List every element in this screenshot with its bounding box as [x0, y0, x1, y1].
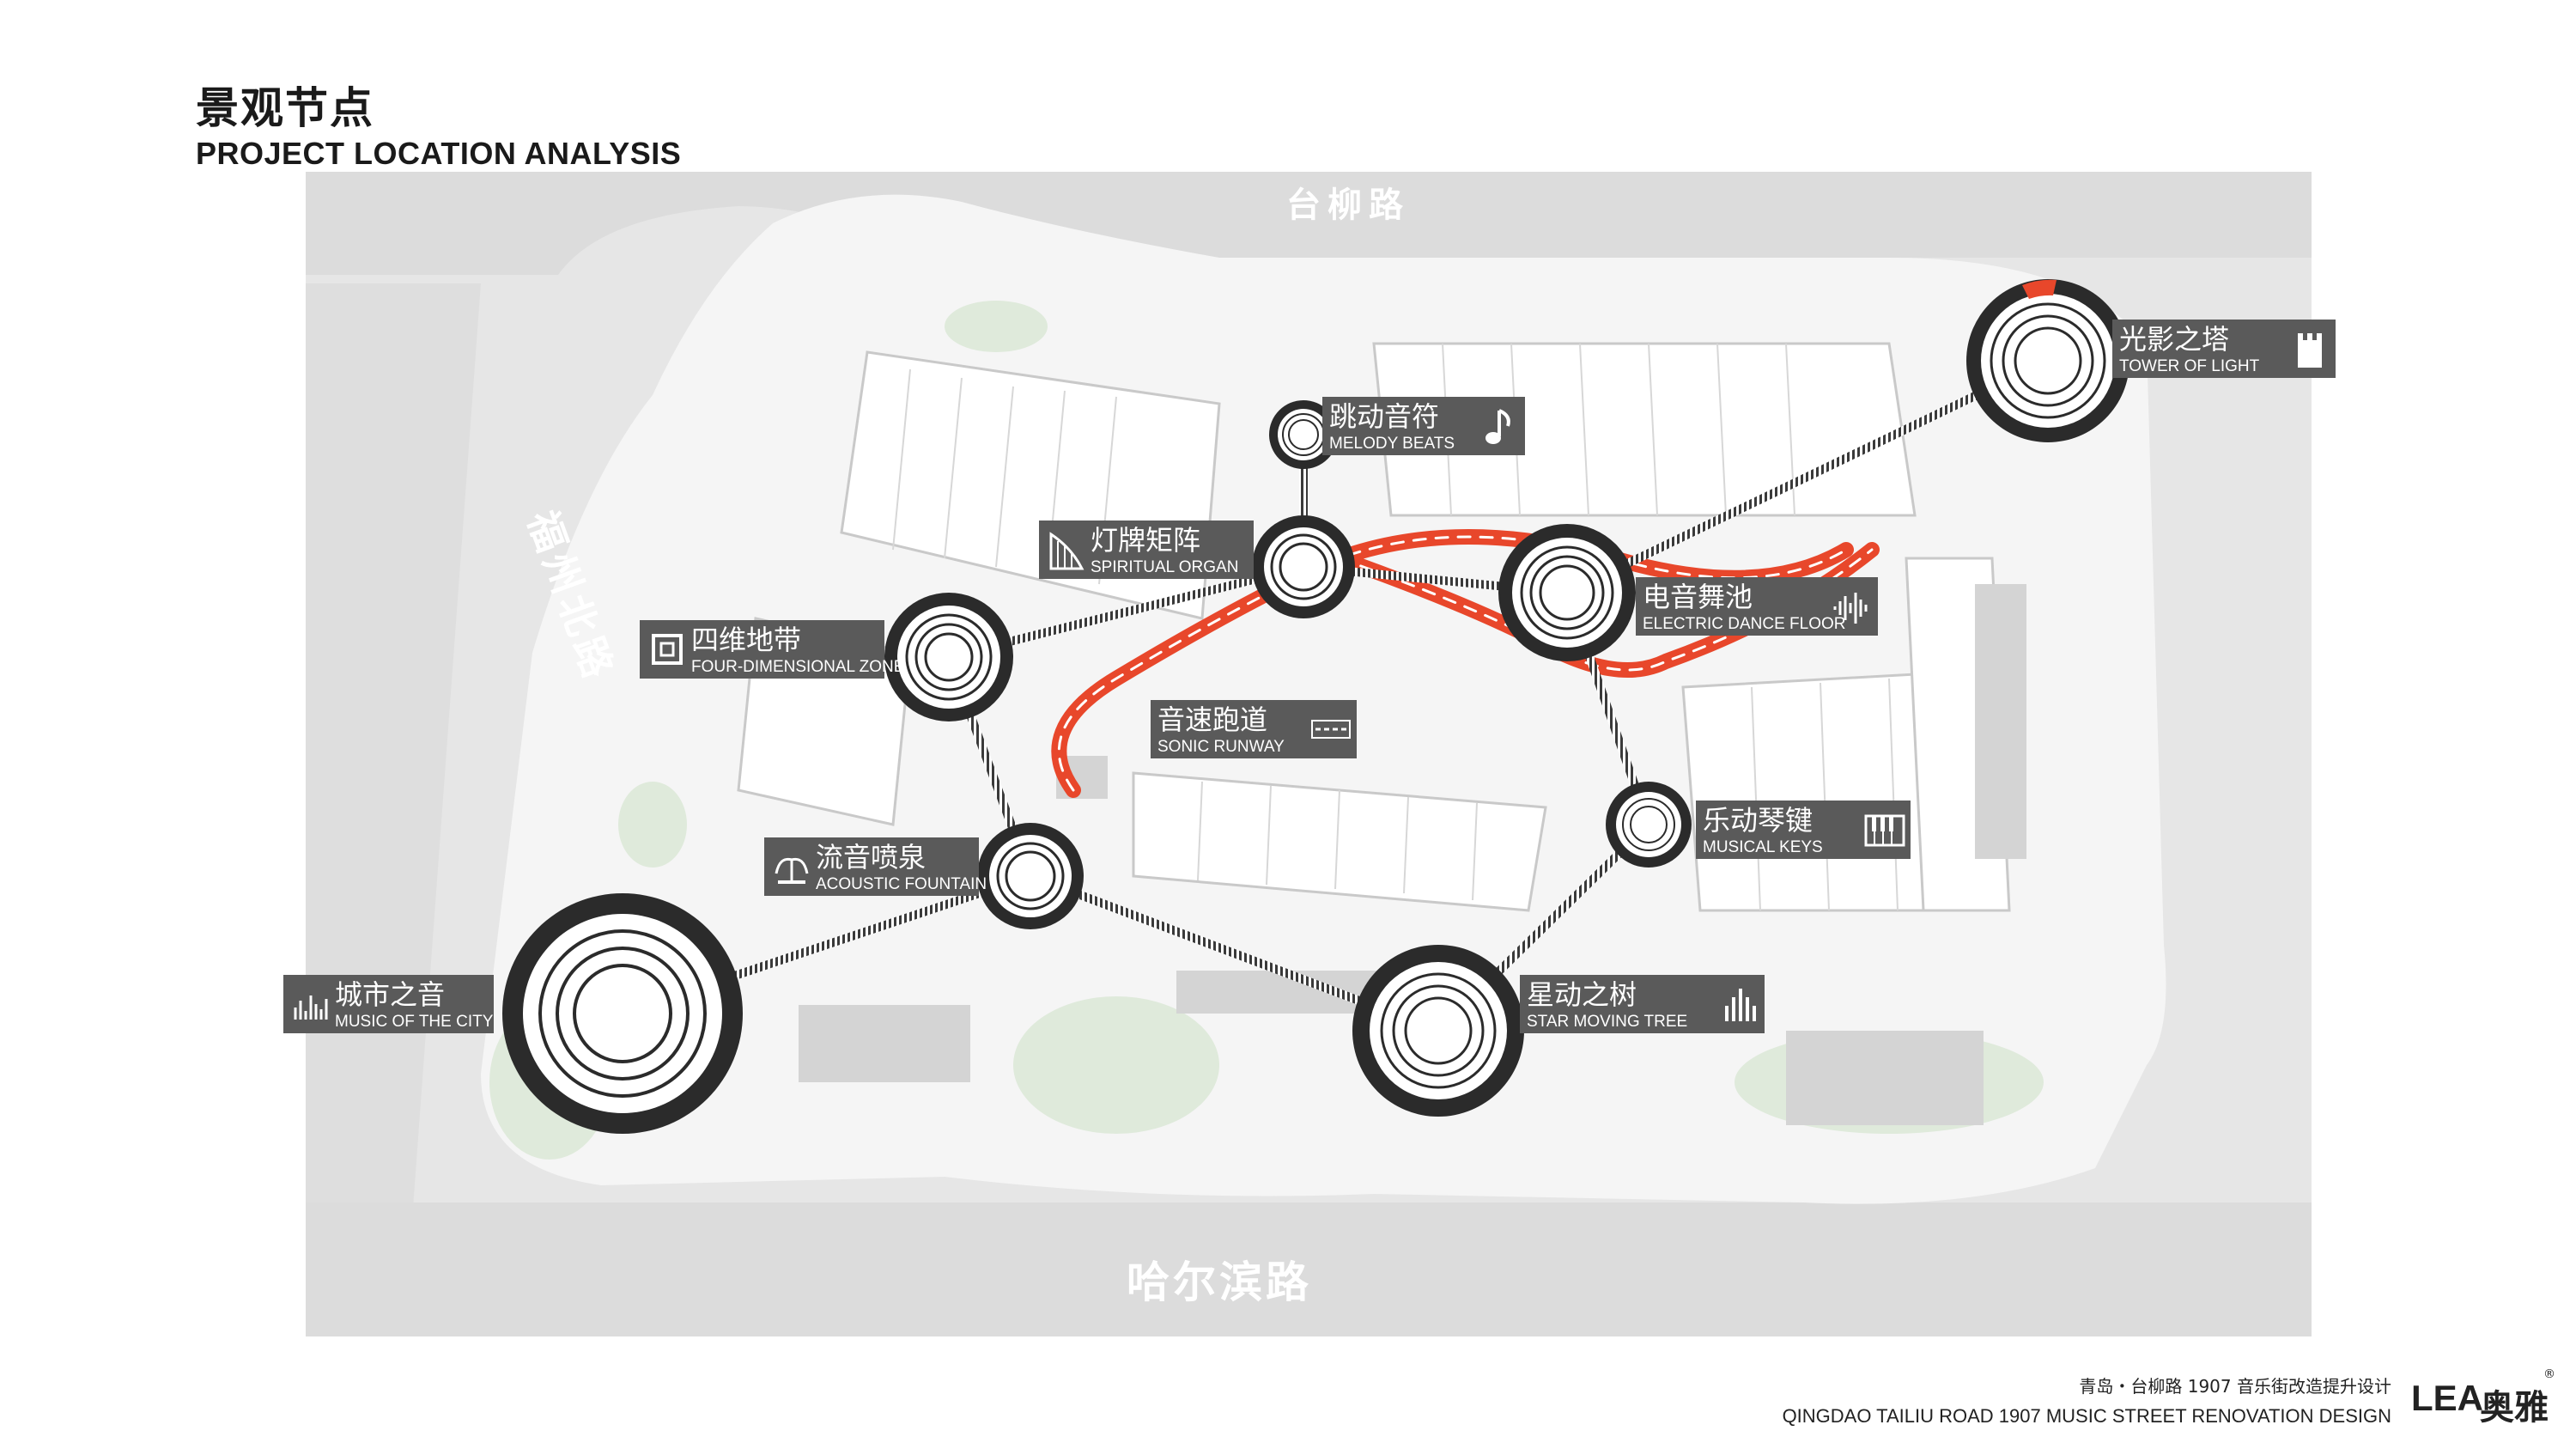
page-subtitle: PROJECT LOCATION ANALYSIS	[196, 136, 682, 171]
node-organ-rings	[1252, 515, 1355, 618]
node-label-en: STAR MOVING TREE	[1527, 1013, 1687, 1031]
node-label-en: TOWER OF LIGHT	[2119, 357, 2260, 375]
node-label-en: ELECTRIC DANCE FLOOR	[1643, 615, 1845, 633]
node-label-bg	[764, 837, 979, 896]
square-frame-icon	[652, 634, 683, 665]
road-label-north: 台柳路	[1286, 186, 1410, 225]
node-label-bg	[1636, 577, 1878, 636]
page-title: 景观节点	[196, 83, 374, 133]
node-label-bg	[283, 975, 494, 1033]
node-label-en: MUSICAL KEYS	[1703, 838, 1823, 856]
node-label-zh: 乐动琴键	[1703, 804, 1813, 837]
node-label-zh: 流音喷泉	[816, 841, 926, 874]
tower-icon	[2298, 333, 2322, 368]
node-label-zh: 灯牌矩阵	[1091, 524, 1200, 557]
brand-logo-name: 奥雅	[2480, 1388, 2549, 1428]
node-label-en: MUSIC OF THE CITY	[335, 1013, 494, 1031]
node-label-dance: 电音舞池 ELECTRIC DANCE FLOOR	[1636, 577, 1878, 636]
footer-project-zh: 青岛・台柳路 1907 音乐街改造提升设计	[2079, 1376, 2391, 1397]
node-label-en: SPIRITUAL ORGAN	[1091, 558, 1238, 576]
node-keys-rings	[1606, 782, 1692, 868]
brand-logo-mark: LEA	[2411, 1378, 2483, 1418]
node-label-fourd: 四维地带 FOUR-DIMENSIONAL ZONE	[640, 620, 904, 679]
node-label-en: FOUR-DIMENSIONAL ZONE	[691, 658, 904, 676]
node-label-city: 城市之音 MUSIC OF THE CITY	[283, 975, 494, 1033]
node-tree-rings	[1352, 945, 1524, 1117]
equalizer-icon	[294, 995, 328, 1020]
music-note-icon	[1485, 409, 1510, 444]
node-label-bg	[1322, 397, 1525, 455]
dashed-track-icon	[1311, 720, 1351, 739]
node-label-zh: 四维地带	[691, 624, 801, 656]
harp-icon	[1049, 532, 1084, 570]
piano-keys-icon	[1864, 814, 1905, 847]
node-label-en: ACOUSTIC FOUNTAIN	[816, 875, 987, 893]
node-city-rings	[502, 893, 743, 1134]
sound-wave-icon	[1833, 593, 1868, 624]
node-label-zh: 跳动音符	[1329, 400, 1439, 433]
node-label-zh: 音速跑道	[1157, 703, 1267, 736]
fountain-icon	[775, 857, 809, 884]
node-label-tree: 星动之树 STAR MOVING TREE	[1520, 975, 1765, 1033]
node-label-zh: 光影之塔	[2119, 323, 2229, 356]
node-label-en: MELODY BEATS	[1329, 435, 1455, 453]
node-label-en: SONIC RUNWAY	[1157, 738, 1285, 756]
node-fourd-rings	[884, 593, 1013, 721]
footer-project-en: QINGDAO TAILIU ROAD 1907 MUSIC STREET RE…	[1782, 1405, 2391, 1427]
node-melody-rings	[1269, 400, 1338, 469]
node-label-melody: 跳动音符 MELODY BEATS	[1322, 397, 1525, 455]
node-label-bg	[1520, 975, 1765, 1033]
bars-tree-icon	[1725, 989, 1756, 1021]
node-fountain-rings	[977, 823, 1084, 929]
node-label-runway: 音速跑道 SONIC RUNWAY	[1151, 700, 1357, 758]
node-label-zh: 星动之树	[1527, 978, 1637, 1011]
road-label-south: 哈尔滨路	[1127, 1257, 1312, 1307]
road-network	[306, 172, 2312, 1336]
node-label-zh: 城市之音	[335, 978, 445, 1011]
node-tower-rings	[1966, 279, 2129, 442]
node-label-bg	[1151, 700, 1357, 758]
brand-logo-registered: ®	[2543, 1367, 2555, 1381]
node-label-zh: 电音舞池	[1643, 581, 1753, 613]
node-dance-rings	[1498, 524, 1636, 661]
